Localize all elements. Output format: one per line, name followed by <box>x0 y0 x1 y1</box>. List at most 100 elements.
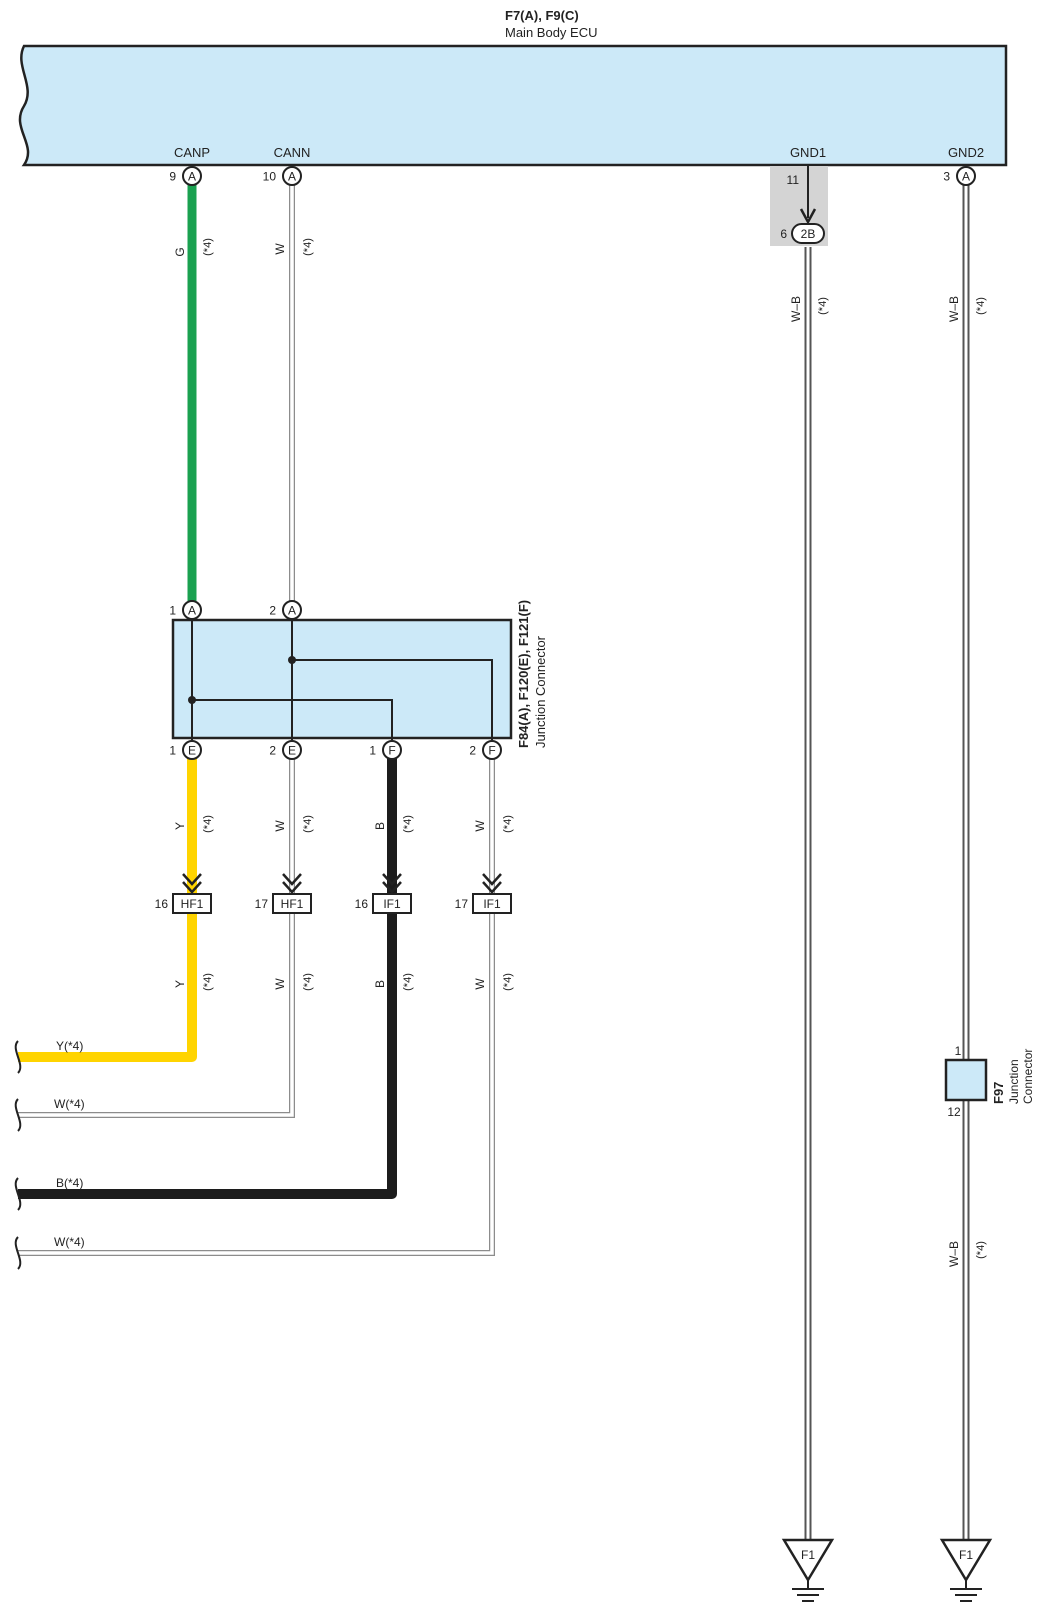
inline-connector-if1-17: IF1 17 <box>455 873 512 914</box>
svg-text:11: 11 <box>787 173 800 187</box>
wire-label-f1-lower: B <box>373 980 387 988</box>
junction1-pin-f1: F 1 <box>369 740 402 760</box>
f97-name-1: Junction <box>1007 1059 1021 1104</box>
pin-canp: A 9 <box>169 166 202 186</box>
wire-note-canp: (*4) <box>202 238 214 256</box>
svg-text:IF1: IF1 <box>483 897 501 911</box>
inline-connectors: HF1 16 HF1 17 IF1 16 IF1 17 <box>155 873 512 914</box>
wire-note-f2-upper: (*4) <box>502 815 514 833</box>
ecu-box <box>18 44 1008 167</box>
svg-text:17: 17 <box>255 897 269 911</box>
svg-text:2: 2 <box>269 604 276 618</box>
pin-name-canp: CANP <box>174 145 210 160</box>
gnd1-arrow <box>799 166 817 225</box>
svg-text:W(*4): W(*4) <box>54 1235 85 1249</box>
ground-gnd2: F1 <box>939 1538 993 1602</box>
wire-f2-white <box>18 758 495 1256</box>
svg-text:2B: 2B <box>801 227 816 241</box>
svg-text:F1: F1 <box>801 1548 815 1562</box>
wire-label-cann: W <box>273 243 287 255</box>
outgoing-wires: Y(*4) W(*4) B(*4) W(*4) <box>14 1039 85 1270</box>
svg-text:A: A <box>188 604 196 618</box>
wire-note-gnd1: (*4) <box>817 297 829 315</box>
wire-note-e2-upper: (*4) <box>302 815 314 833</box>
junction1-pin-f2: F 2 <box>469 740 502 760</box>
svg-text:17: 17 <box>455 897 469 911</box>
outgoing-wire-w2: W(*4) <box>14 1235 85 1270</box>
ground-triangle-icon <box>781 1538 835 1583</box>
svg-text:2: 2 <box>469 744 476 758</box>
junction1-pin-e2: E 2 <box>269 740 302 760</box>
wire-label-gnd2-lower: W–B <box>947 1241 961 1267</box>
gnd1-splice: 2B 6 <box>780 223 825 244</box>
outgoing-wire-b: B(*4) <box>14 1176 83 1211</box>
svg-text:10: 10 <box>263 170 277 184</box>
svg-text:Y(*4): Y(*4) <box>56 1039 83 1053</box>
svg-text:16: 16 <box>155 897 169 911</box>
svg-text:A: A <box>288 170 296 184</box>
svg-text:HF1: HF1 <box>181 897 204 911</box>
svg-text:A: A <box>962 170 970 184</box>
junction1-id: F84(A), F120(E), F121(F) <box>516 600 531 748</box>
wire-note-gnd2-lower: (*4) <box>975 1241 987 1259</box>
wire-label-e1-lower: Y <box>173 980 187 988</box>
wire-label-e2-upper: W <box>273 820 287 832</box>
f97-name-2: Connector <box>1021 1049 1035 1104</box>
outgoing-wire-w1: W(*4) <box>14 1097 85 1132</box>
junction-connector-f97: 1 12 F97 Junction Connector <box>944 1044 1035 1119</box>
svg-text:IF1: IF1 <box>383 897 401 911</box>
svg-text:A: A <box>188 170 196 184</box>
pin-name-gnd1: GND1 <box>790 145 826 160</box>
svg-text:B(*4): B(*4) <box>56 1176 83 1190</box>
wire-label-canp: G <box>173 247 187 256</box>
wire-label-e1-upper: Y <box>173 822 187 830</box>
svg-text:E: E <box>188 744 196 758</box>
junction-connector-1: F84(A), F120(E), F121(F) Junction Connec… <box>171 600 548 748</box>
svg-text:3: 3 <box>943 170 950 184</box>
wire-note-f1-upper: (*4) <box>402 815 414 833</box>
wire-note-f2-lower: (*4) <box>502 973 514 991</box>
wire-label-e2-lower: W <box>273 978 287 990</box>
wire-note-f1-lower: (*4) <box>402 973 414 991</box>
svg-text:A: A <box>288 604 296 618</box>
wire-label-f1-upper: B <box>373 822 387 830</box>
junction1-box <box>171 618 513 740</box>
svg-text:1: 1 <box>369 744 376 758</box>
svg-text:W(*4): W(*4) <box>54 1097 85 1111</box>
svg-text:1: 1 <box>169 604 176 618</box>
wire-note-e1-lower: (*4) <box>202 973 214 991</box>
wire-e1-yellow <box>18 758 197 1062</box>
wire-labels: G (*4) W (*4) W–B (*4) W–B (*4) Y (*4) W… <box>173 238 987 1267</box>
pin-name-gnd2: GND2 <box>948 145 984 160</box>
svg-text:16: 16 <box>355 897 369 911</box>
f97-pin-bottom: 12 <box>947 1105 961 1119</box>
ecu-name: Main Body ECU <box>505 25 597 40</box>
wire-label-f2-lower: W <box>473 978 487 990</box>
svg-text:9: 9 <box>169 170 176 184</box>
inline-connector-hf1-17: HF1 17 <box>255 873 312 914</box>
junction1-pin-a1: A 1 <box>169 600 202 620</box>
outgoing-wire-y: Y(*4) <box>14 1039 83 1074</box>
svg-text:F1: F1 <box>959 1548 973 1562</box>
ecu-id: F7(A), F9(C) <box>505 8 579 23</box>
svg-text:HF1: HF1 <box>281 897 304 911</box>
wire-note-cann: (*4) <box>302 238 314 256</box>
svg-text:6: 6 <box>780 227 787 241</box>
junction1-name: Junction Connector <box>533 635 548 748</box>
junction1-pin-a2: A 2 <box>269 600 302 620</box>
svg-text:1: 1 <box>169 744 176 758</box>
wire-e2-white <box>18 758 295 1118</box>
main-body-ecu: F7(A), F9(C) Main Body ECU CANP CANN GND… <box>18 8 1008 167</box>
wire-note-e2-lower: (*4) <box>302 973 314 991</box>
svg-text:2: 2 <box>269 744 276 758</box>
pin-name-cann: CANN <box>274 145 311 160</box>
f97-id: F97 <box>991 1082 1006 1104</box>
f97-box <box>944 1058 988 1102</box>
svg-text:E: E <box>288 744 296 758</box>
f97-pin-top: 1 <box>955 1044 962 1058</box>
ground-triangle-icon <box>939 1538 993 1583</box>
junction1-pin-e1: E 1 <box>169 740 202 760</box>
inline-connector-hf1-16: HF1 16 <box>155 873 212 914</box>
wire-note-e1-upper: (*4) <box>202 815 214 833</box>
